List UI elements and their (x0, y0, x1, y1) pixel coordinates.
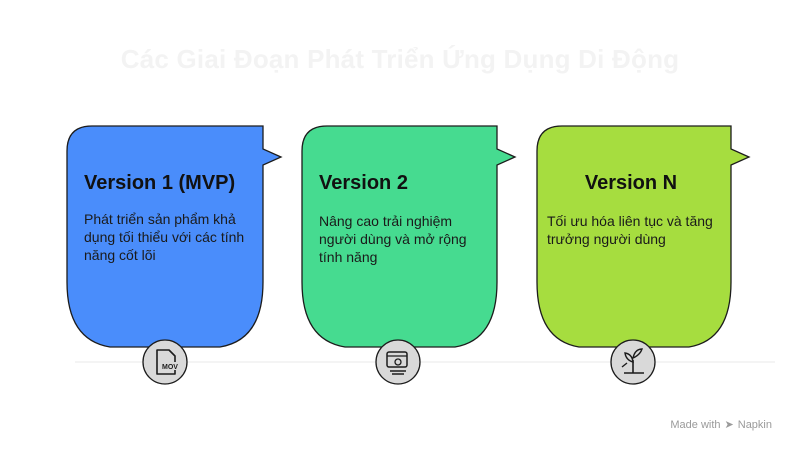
stage-card-1: Version 1 (MVP) Phát triển sản phẩm khả … (84, 171, 254, 264)
stage-1-description: Phát triển sản phẩm khả dụng tối thiểu v… (84, 211, 245, 263)
user-experience-icon (375, 339, 421, 385)
napkin-watermark[interactable]: Made with ➤ Napkin (670, 418, 772, 432)
stage-card-2-shape (301, 125, 517, 348)
svg-text:MOV: MOV (162, 364, 178, 371)
stage-card-3: Version N Tối ưu hóa liên tục và tăng tr… (547, 171, 723, 248)
napkin-logo-icon: ➤ (724, 419, 734, 431)
stage-card-2: Version 2 Nâng cao trải nghiệm người dùn… (319, 171, 484, 266)
stage-2-description: Nâng cao trải nghiệm người dùng và mở rộ… (319, 213, 467, 265)
stage-card-1-shape (66, 125, 283, 348)
diagram-title: Các Giai Đoạn Phát Triển Ứng Dụng Di Độn… (120, 44, 680, 74)
mov-file-icon: MOV (142, 339, 188, 385)
watermark-text: Made with (670, 418, 721, 431)
stage-2-title: Version 2 (319, 172, 408, 194)
stage-3-title: Version N (584, 172, 678, 194)
stage-3-description: Tối ưu hóa liên tục và tăng trưởng người… (547, 213, 713, 247)
stage-1-title: Version 1 (MVP) (84, 172, 236, 194)
stage-card-3-shape (536, 125, 751, 348)
watermark-brand: Napkin (737, 418, 772, 431)
plant-growth-icon (610, 339, 656, 385)
